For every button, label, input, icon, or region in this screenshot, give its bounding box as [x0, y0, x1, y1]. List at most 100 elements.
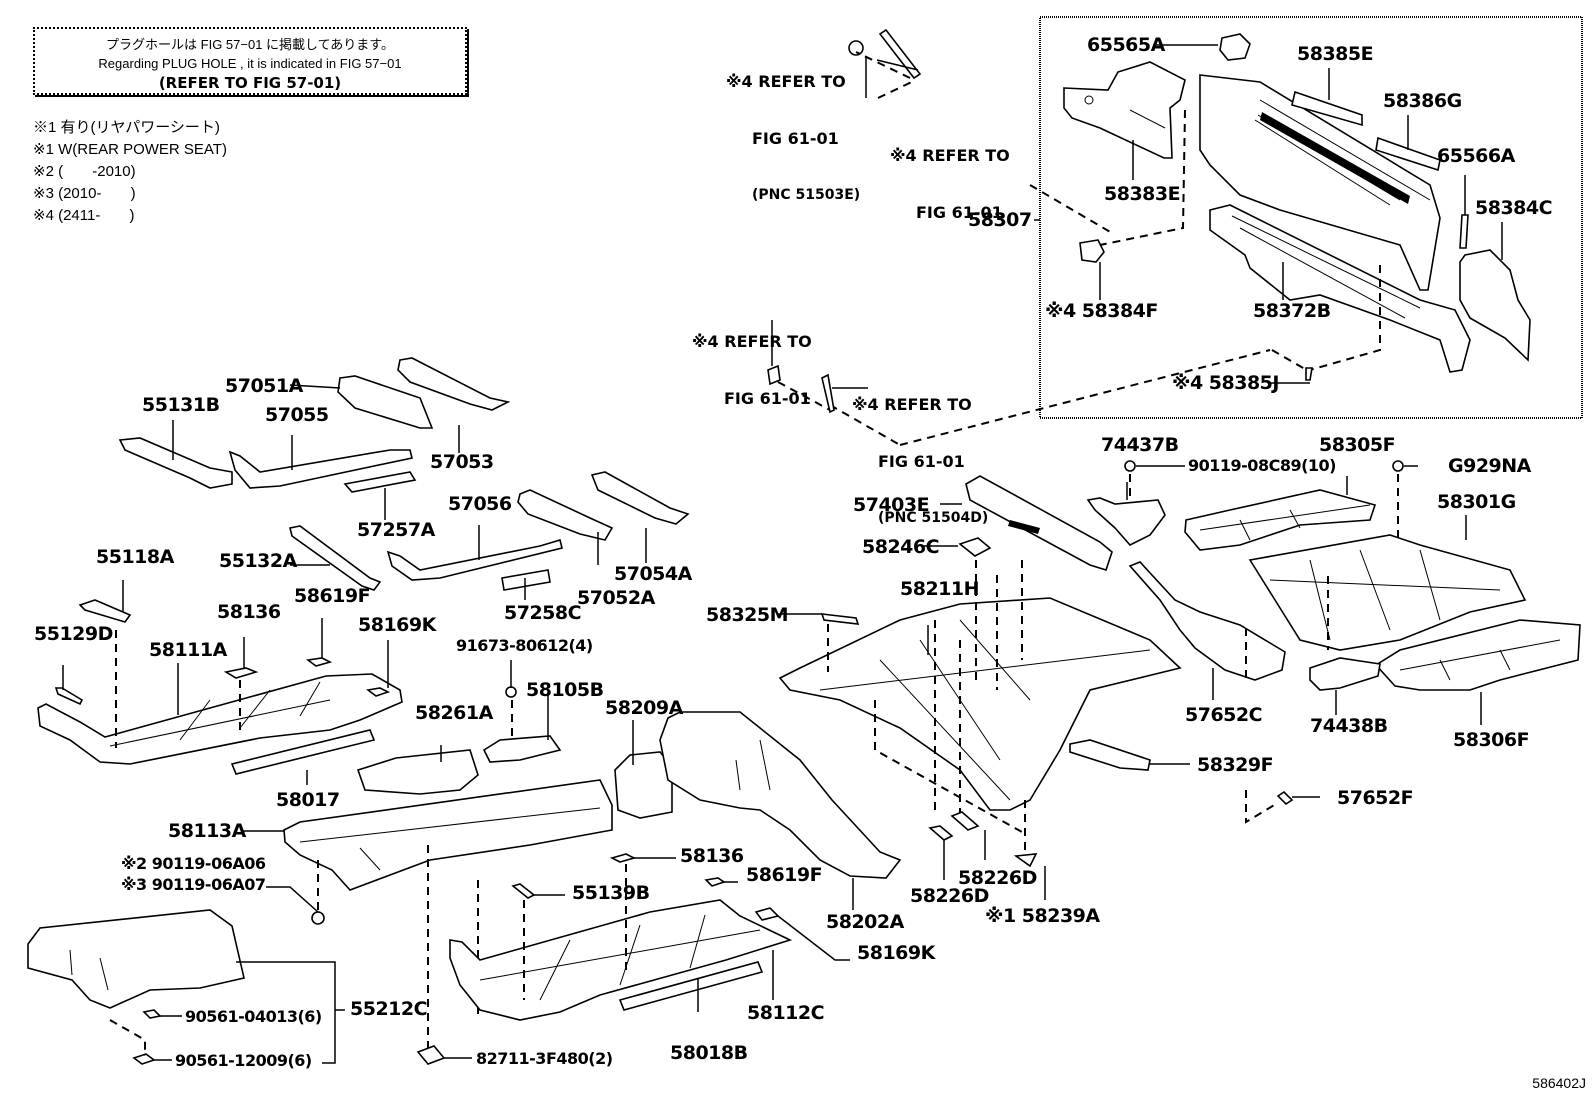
part-label-90119-08C89[interactable]: 90119-08C89(10) [1188, 456, 1336, 475]
part-label-57052A[interactable]: 57052A [577, 587, 655, 609]
part-label-58306F[interactable]: 58306F [1453, 729, 1530, 751]
part-58169K-a [366, 687, 391, 697]
part-58105B [482, 735, 562, 763]
part-label-58619F-b[interactable]: 58619F [746, 864, 823, 886]
part-label-90561-04013[interactable]: 90561-04013(6) [185, 1007, 322, 1026]
part-label-58018B[interactable]: 58018B [670, 1042, 748, 1064]
part-label-74438B[interactable]: 74438B [1310, 715, 1388, 737]
part-label-58325M[interactable]: 58325M [706, 604, 789, 626]
part-label-G929NA[interactable]: G929NA [1448, 455, 1531, 477]
part-91673-80612 [505, 686, 517, 698]
part-label-55118A[interactable]: 55118A [96, 546, 174, 568]
ref-fig-61-01-clip[interactable]: ※4 REFER TO FIG 61-01 [692, 294, 812, 427]
ref-fig-61-01-51504D[interactable]: ※4 REFER TO FIG 61-01 (PNC 51504D) [852, 357, 988, 547]
part-label-58111A[interactable]: 58111A [149, 639, 227, 661]
part-nut-fig61 [848, 40, 864, 56]
part-55118A [78, 599, 132, 623]
part-label-58136-a[interactable]: 58136 [217, 601, 281, 623]
part-label-58226D-b[interactable]: 58226D [910, 885, 989, 907]
part-58209A [614, 751, 673, 819]
part-label-58209A[interactable]: 58209A [605, 697, 683, 719]
part-58239A [1013, 853, 1038, 868]
legend-item: ※1 W(REAR POWER SEAT) [33, 141, 227, 158]
part-label-57403E[interactable]: 57403E [853, 494, 930, 516]
part-label-91673-80612[interactable]: 91673-80612(4) [456, 636, 593, 655]
part-label-58305F[interactable]: 58305F [1319, 434, 1396, 456]
ref-pnc: (PNC 51504D) [878, 510, 989, 526]
part-label-82711-3F480[interactable]: 82711-3F480(2) [476, 1049, 613, 1068]
part-label-58329F[interactable]: 58329F [1197, 754, 1274, 776]
part-label-58169K-b[interactable]: 58169K [857, 942, 935, 964]
part-label-55132A[interactable]: 55132A [219, 550, 297, 572]
part-label-58017[interactable]: 58017 [276, 789, 340, 811]
part-label-58239A[interactable]: ※1 58239A [985, 905, 1100, 927]
part-label-58136-b[interactable]: 58136 [680, 845, 744, 867]
part-58386G [1375, 136, 1441, 172]
part-label-57055[interactable]: 57055 [265, 404, 329, 426]
part-57652F [1276, 790, 1294, 806]
legend-item: ※1 有り(リヤパワーシート) [33, 119, 220, 136]
part-58325M [820, 613, 860, 625]
legend-item: ※4 (2411- ) [33, 207, 135, 224]
part-label-58246C[interactable]: 58246C [862, 536, 940, 558]
ref-fig-61-01-51503E[interactable]: ※4 REFER TO FIG 61-01 (PNC 51503E) [726, 34, 860, 224]
part-57052A [517, 489, 614, 541]
part-label-58211H[interactable]: 58211H [900, 578, 980, 600]
ref-text: REFER TO [758, 72, 846, 91]
part-label-58202A[interactable]: 58202A [826, 911, 904, 933]
part-label-57652C[interactable]: 57652C [1185, 704, 1263, 726]
part-55129D [54, 687, 84, 706]
part-label-90119-06A07[interactable]: ※3 90119-06A07 [121, 875, 266, 894]
part-label-58384C[interactable]: 58384C [1475, 197, 1553, 219]
part-label-58169K-a[interactable]: 58169K [358, 614, 436, 636]
part-label-58226D-a[interactable]: 58226D [958, 867, 1037, 889]
part-label-58261A[interactable]: 58261A [415, 702, 493, 724]
part-58261A [356, 749, 479, 795]
part-label-58619F-a[interactable]: 58619F [294, 585, 371, 607]
part-label-57053[interactable]: 57053 [430, 451, 494, 473]
part-57053 [397, 357, 511, 411]
part-65566A [1459, 214, 1469, 249]
ref-fig-61-01-nut[interactable]: ※4 REFER TO FIG 61-01 [890, 108, 1010, 241]
part-label-58112C[interactable]: 58112C [747, 1002, 825, 1024]
part-label-58113A[interactable]: 58113A [168, 820, 246, 842]
part-label-57054A[interactable]: 57054A [614, 563, 692, 585]
part-58202A [659, 711, 902, 879]
part-label-55212C[interactable]: 55212C [350, 998, 428, 1020]
part-74438B [1309, 657, 1381, 691]
part-label-57652F[interactable]: 57652F [1337, 787, 1414, 809]
part-label-58383E[interactable]: 58383E [1104, 183, 1181, 205]
ref-text: REFER TO [922, 146, 1010, 165]
part-label-57056[interactable]: 57056 [448, 493, 512, 515]
part-label-57051A[interactable]: 57051A [225, 375, 303, 397]
part-label-58384F[interactable]: ※4 58384F [1045, 300, 1158, 322]
part-label-90561-12009[interactable]: 90561-12009(6) [175, 1051, 312, 1070]
note-refer-link[interactable]: (REFER TO FIG 57-01) [158, 74, 342, 92]
ref-fig: FIG 61-01 [724, 389, 811, 408]
part-label-58385E[interactable]: 58385E [1297, 43, 1374, 65]
part-58018B [618, 961, 764, 1011]
part-label-57258C[interactable]: 57258C [504, 602, 582, 624]
ref-text: REFER TO [724, 332, 812, 351]
part-label-58372B[interactable]: 58372B [1253, 300, 1331, 322]
part-label-58386G[interactable]: 58386G [1383, 90, 1462, 112]
part-label-65565A[interactable]: 65565A [1087, 34, 1165, 56]
part-label-58307[interactable]: 58307 [968, 209, 1032, 231]
figure-id: 586402J [1532, 1075, 1586, 1091]
part-label-55131B[interactable]: 55131B [142, 394, 220, 416]
part-label-55139B[interactable]: 55139B [572, 882, 650, 904]
part-label-65566A[interactable]: 65566A [1437, 145, 1515, 167]
part-51504D [821, 373, 835, 414]
part-label-58105B[interactable]: 58105B [526, 679, 604, 701]
part-label-57257A[interactable]: 57257A [357, 519, 435, 541]
part-label-74437B[interactable]: 74437B [1101, 434, 1179, 456]
part-label-58385J[interactable]: ※4 58385J [1172, 372, 1279, 394]
part-90119-08C89 [1124, 460, 1136, 472]
part-label-90119-06A06[interactable]: ※2 90119-06A06 [121, 854, 266, 873]
part-label-58301G[interactable]: 58301G [1437, 491, 1516, 513]
ref-mark: ※4 [890, 146, 917, 165]
part-label-55129D[interactable]: 55129D [34, 623, 113, 645]
part-57257A [343, 471, 417, 493]
part-58113A [283, 779, 613, 891]
ref-mark: ※4 [852, 395, 879, 414]
